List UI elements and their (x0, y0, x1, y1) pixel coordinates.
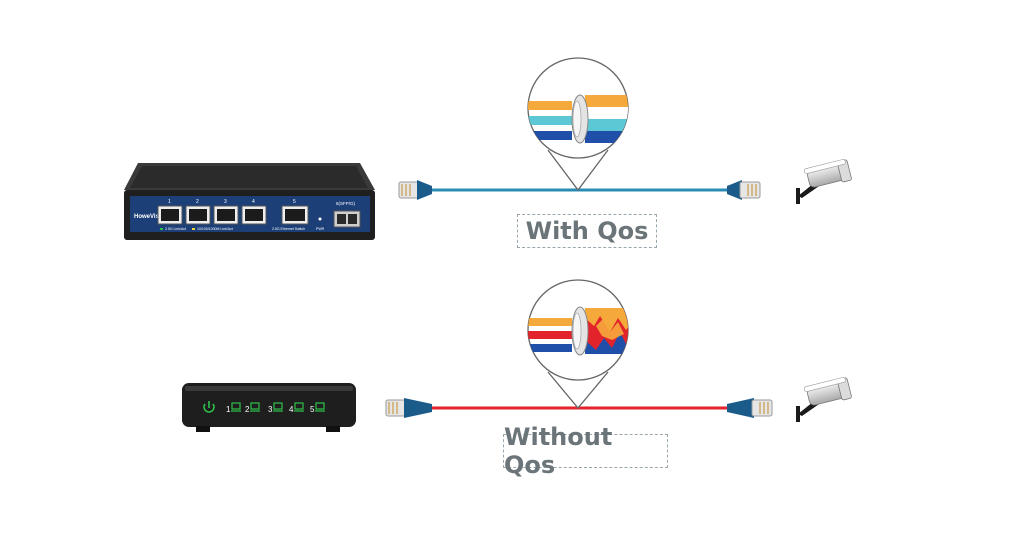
switch-brand: HoweVis (134, 214, 160, 220)
port-icon (273, 402, 283, 410)
cctv-camera-icon (796, 377, 852, 422)
port-number: 4 (289, 405, 294, 414)
power-label: PWR (316, 227, 325, 231)
port-number: 5 (310, 405, 315, 414)
port-number: 1 (168, 199, 171, 205)
sfp-label: 6(SFP/G) (336, 201, 356, 206)
port-icon (294, 402, 304, 410)
rj45-connector-icon (727, 180, 761, 200)
legend-right: 2.5G Ethernet Switch (272, 227, 305, 231)
port-number: 2 (245, 405, 250, 414)
power-icon (203, 401, 215, 413)
without-qos-label: Without Qos (503, 423, 668, 479)
rj45-connector-icon (727, 398, 773, 418)
cable-with-qos (398, 180, 761, 200)
port-number: 2 (196, 199, 199, 205)
switch-port-numbers: 1 2 3 4 5 (168, 199, 296, 205)
port-number: 1 (226, 405, 231, 414)
cable-magnifier-icon (527, 57, 629, 192)
legend-mid: 10/100/1000M Link/Act (197, 227, 233, 231)
cctv-camera-icon (796, 159, 852, 204)
port-number: 3 (224, 199, 227, 205)
cable-without-qos (385, 398, 773, 418)
port-icon (315, 402, 325, 410)
basic-switch: 1 2 3 4 5 (182, 383, 356, 432)
port-icon (231, 402, 241, 410)
poe-switch: HoweVis 1 2 3 4 5 6(SFP/G) PWR (124, 163, 375, 240)
rj45-connector-icon (398, 180, 432, 200)
switch-ports (157, 205, 309, 225)
cable-magnifier-icon (527, 279, 629, 410)
power-led (318, 217, 322, 221)
port-number: 4 (252, 199, 255, 205)
rj45-connector-icon (385, 398, 432, 418)
port-number: 3 (268, 405, 273, 414)
legend-left: 2.5G Link/Act (165, 227, 186, 231)
with-qos-label: With Qos (517, 214, 657, 248)
port-icon (250, 402, 260, 410)
port-number: 5 (293, 199, 296, 205)
